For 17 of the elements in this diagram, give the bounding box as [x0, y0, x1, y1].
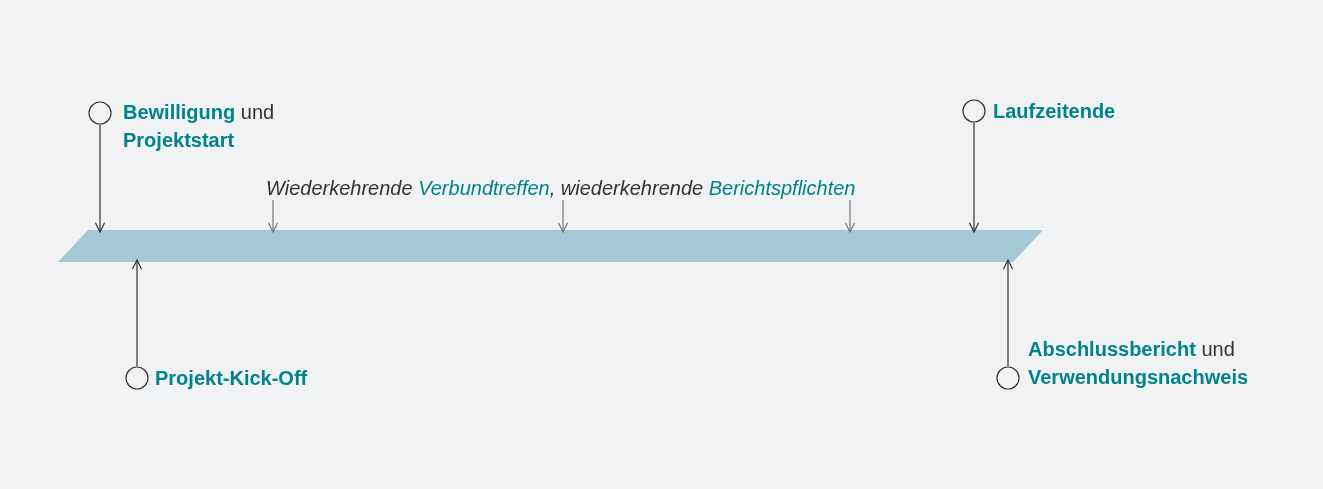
milestone-label: Bewilligung und Projektstart [123, 100, 276, 153]
arrow [968, 122, 980, 233]
milestone-circle [962, 99, 986, 123]
annotation-text: Wiederkehrende Verbundtreffen, wiederkehrende Berichtspflichten [266, 176, 856, 200]
arrow [131, 259, 143, 367]
milestone-circle [88, 101, 112, 125]
arrow [1002, 259, 1014, 367]
milestone-label: Projekt-Kick-Off [155, 366, 309, 391]
timeline-band [58, 230, 1043, 262]
arrow [94, 124, 106, 233]
milestone-circle [996, 366, 1020, 390]
milestone-label: Laufzeitende [993, 99, 1117, 124]
arrow [557, 199, 569, 233]
arrow [267, 199, 279, 233]
milestone-circle [125, 366, 149, 390]
milestone-label: Abschlussbericht und Verwendungsnachweis [1028, 337, 1250, 390]
arrow [844, 199, 856, 233]
